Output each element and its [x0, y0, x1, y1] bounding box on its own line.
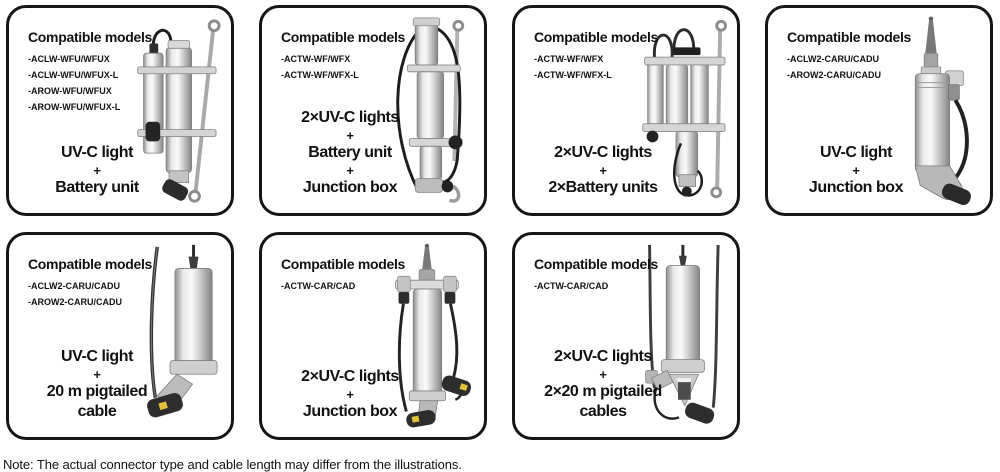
panel-two-uvc-battery-junction: Compatible models -ACTW-WF/WFX -ACTW-WF/… [259, 5, 487, 216]
panel-two-uvc-junction-box: Compatible models -ACTW-CAR/CAD 2×UV-C l… [259, 232, 487, 440]
panel-text-column: Compatible models -ACLW2-CARU/CADU -AROW… [9, 235, 166, 437]
config-line: cable [77, 403, 117, 420]
model-list: -ACLW-WFU/WFUX -ACLW-WFU/WFUX-L -AROW-WF… [28, 54, 166, 118]
model-item: -AROW-WFU/WFUX [28, 86, 112, 96]
panel-text-column: Compatible models -ACTW-CAR/CAD 2×UV-C l… [515, 235, 672, 437]
model-item: -ACTW-WF/WFX-L [281, 70, 359, 80]
config-line: UV-C light [820, 144, 892, 161]
panel-heading: Compatible models [281, 256, 406, 272]
plus-separator: + [599, 367, 607, 382]
config-line: 2×UV-C lights [554, 144, 652, 161]
configuration-label: 2×UV-C lights + Battery unit + Junction … [281, 108, 419, 198]
config-line: cables [579, 403, 627, 420]
model-item: -ACLW2-CARU/CADU [787, 54, 879, 64]
panel-heading: Compatible models [787, 29, 912, 45]
two-uvc-junction-box-illustration [368, 241, 480, 437]
model-item: -ACTW-CAR/CAD [281, 281, 356, 291]
panel-heading: Compatible models [534, 29, 659, 45]
model-item: -ACLW2-CARU/CADU [28, 281, 120, 291]
model-item: -ACTW-WF/WFX [534, 54, 604, 64]
config-line: 2×UV-C lights [554, 348, 652, 365]
config-line: 2×UV-C lights [301, 109, 399, 126]
panel-two-uvc-two-batteries: Compatible models -ACTW-WF/WFX -ACTW-WF/… [512, 5, 740, 216]
model-item: -ACLW-WFU/WFUX [28, 54, 110, 64]
panel-heading: Compatible models [534, 256, 659, 272]
panel-uvc-light-pigtailed-cable: Compatible models -ACLW2-CARU/CADU -AROW… [6, 232, 234, 440]
uvc-light-pigtailed-cable-illustration [115, 241, 227, 437]
panel-text-column: Compatible models -ACLW2-CARU/CADU -AROW… [768, 8, 925, 213]
configuration-label: UV-C light + Battery unit [28, 143, 166, 198]
panel-heading: Compatible models [281, 29, 406, 45]
model-item: -ACTW-CAR/CAD [534, 281, 609, 291]
config-line: UV-C light [61, 144, 133, 161]
uvc-light-junction-box-illustration [874, 14, 986, 210]
model-list: -ACTW-CAR/CAD [534, 281, 672, 297]
panel-uvc-light-junction-box: Compatible models -ACLW2-CARU/CADU -AROW… [765, 5, 993, 216]
model-list: -ACLW2-CARU/CADU -AROW2-CARU/CADU [787, 54, 925, 86]
plus-separator: + [346, 387, 354, 402]
plus-separator: + [93, 367, 101, 382]
config-line: 2×20 m pigtailed [544, 383, 662, 400]
panel-uvc-light-battery-unit: Compatible models -ACLW-WFU/WFUX -ACLW-W… [6, 5, 234, 216]
model-list: -ACTW-CAR/CAD [281, 281, 419, 297]
model-item: -ACLW-WFU/WFUX-L [28, 70, 119, 80]
config-line: 20 m pigtailed [46, 383, 148, 400]
configuration-label: UV-C light + 20 m pigtailed cable [28, 347, 166, 422]
config-line: UV-C light [61, 348, 133, 365]
config-line: Battery unit [55, 179, 139, 196]
plus-separator: + [599, 163, 607, 178]
plus-separator: + [852, 163, 860, 178]
model-item: -ACTW-WF/WFX-L [534, 70, 612, 80]
panel-text-column: Compatible models -ACTW-WF/WFX -ACTW-WF/… [262, 8, 419, 213]
config-line: Junction box [808, 179, 904, 196]
two-uvc-two-batteries-illustration [621, 14, 733, 210]
config-line: Junction box [302, 179, 398, 196]
two-uvc-battery-junction-illustration [368, 14, 480, 210]
model-item: -AROW-WFU/WFUX-L [28, 102, 121, 112]
model-list: -ACLW2-CARU/CADU -AROW2-CARU/CADU [28, 281, 166, 313]
panel-heading: Compatible models [28, 256, 153, 272]
plus-separator: + [346, 128, 354, 143]
panel-grid: Compatible models -ACLW-WFU/WFUX -ACLW-W… [6, 5, 993, 440]
model-list: -ACTW-WF/WFX -ACTW-WF/WFX-L [281, 54, 419, 86]
plus-separator: + [346, 163, 354, 178]
configuration-label: 2×UV-C lights + Junction box [281, 367, 419, 422]
panel-text-column: Compatible models -ACTW-CAR/CAD 2×UV-C l… [262, 235, 419, 437]
model-item: -ACTW-WF/WFX [281, 54, 351, 64]
panel-text-column: Compatible models -ACTW-WF/WFX -ACTW-WF/… [515, 8, 672, 213]
config-line: 2×UV-C lights [301, 368, 399, 385]
model-list: -ACTW-WF/WFX -ACTW-WF/WFX-L [534, 54, 672, 86]
configuration-label: 2×UV-C lights + 2×20 m pigtailed cables [534, 347, 672, 422]
uvc-light-battery-unit-illustration [115, 14, 227, 210]
panel-text-column: Compatible models -ACLW-WFU/WFUX -ACLW-W… [9, 8, 166, 213]
configuration-label: 2×UV-C lights + 2×Battery units [534, 143, 672, 198]
panel-two-uvc-two-pigtailed-cables: Compatible models -ACTW-CAR/CAD 2×UV-C l… [512, 232, 740, 440]
plus-separator: + [93, 163, 101, 178]
panel-heading: Compatible models [28, 29, 153, 45]
model-item: -AROW2-CARU/CADU [28, 297, 122, 307]
model-item: -AROW2-CARU/CADU [787, 70, 881, 80]
configuration-label: UV-C light + Junction box [787, 143, 925, 198]
config-line: Battery unit [308, 144, 392, 161]
two-uvc-two-pigtailed-cables-illustration [621, 241, 733, 437]
config-line: 2×Battery units [548, 179, 658, 196]
config-line: Junction box [302, 403, 398, 420]
